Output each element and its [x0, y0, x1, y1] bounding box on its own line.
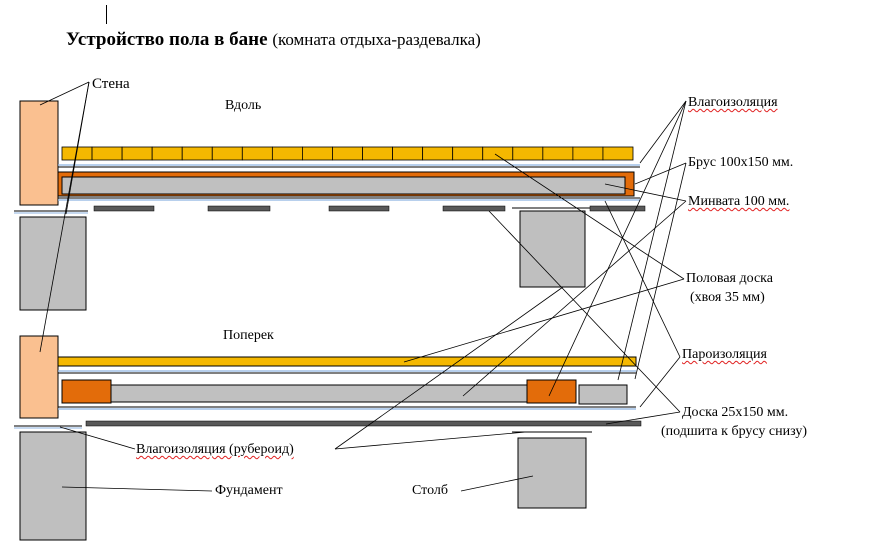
- sub-board-along: [207, 205, 271, 212]
- sub-board-along: [328, 205, 390, 212]
- floor-plank: [181, 146, 213, 161]
- sub-board-across: [85, 420, 642, 427]
- label-waterproofing-roofing: Влагоизоляция (рубероид): [136, 442, 294, 457]
- wall-block-top: [19, 100, 59, 206]
- text-cursor: [106, 5, 107, 24]
- floor-plank: [271, 146, 303, 161]
- sub-board-along: [442, 205, 506, 212]
- floor-plank: [362, 146, 393, 161]
- sub-board-along: [93, 205, 155, 212]
- title-main: Устройство пола в бане: [66, 29, 268, 50]
- title-sub: (комната отдыха-раздевалка): [272, 30, 481, 49]
- floor-plank: [302, 146, 333, 161]
- pillar-block-top: [519, 210, 586, 288]
- label-floor-board: Половая доска: [686, 271, 773, 286]
- floor-board-along: [61, 146, 634, 161]
- floor-plank: [422, 146, 454, 161]
- floor-plank: [91, 146, 123, 161]
- label-sub-board: Доска 25х150 мм.: [682, 405, 789, 420]
- section-across: Поперек: [223, 328, 274, 343]
- sub-board-along: [589, 205, 646, 212]
- floor-board-across: [57, 356, 637, 367]
- foundation-block-bottom: [19, 431, 87, 541]
- floor-plank: [602, 146, 634, 161]
- label-waterproofing: Влагоизоляция: [688, 95, 778, 110]
- floor-plank: [572, 146, 604, 161]
- beam-across-left: [61, 379, 112, 404]
- floor-plank: [332, 146, 363, 161]
- label-vapor-barrier: Пароизоляция: [682, 347, 767, 362]
- floor-plank: [151, 146, 183, 161]
- label-floor-board-note: (хвоя 35 мм): [690, 290, 765, 305]
- floor-plank: [512, 146, 544, 161]
- pillar-block-bottom: [517, 437, 587, 509]
- floor-plank: [392, 146, 424, 161]
- label-foundation: Фундамент: [215, 483, 283, 498]
- label-beam: Брус 100х150 мм.: [688, 155, 794, 170]
- leader-lines: [39, 81, 687, 492]
- floor-plank: [121, 146, 153, 161]
- floor-plank: [542, 146, 574, 161]
- floor-plank: [482, 146, 514, 161]
- mineral-wool-across-end: [578, 384, 628, 405]
- label-mineral-wool-text: Минвата 100 мм.: [688, 194, 790, 209]
- label-mineral-wool: Минвата 100 мм.: [688, 194, 789, 210]
- floor-plank: [211, 146, 243, 161]
- mineral-wool-across: [110, 384, 528, 403]
- foundation-block-top: [19, 216, 87, 311]
- floor-plank: [241, 146, 273, 161]
- label-wall: Стена: [92, 76, 130, 92]
- section-along: Вдоль: [225, 98, 262, 113]
- label-sub-board-note: (подшита к брусу снизу): [661, 424, 808, 439]
- wall-block-bottom: [19, 335, 59, 419]
- label-pillar: Столб: [412, 483, 449, 498]
- mineral-wool-along: [61, 176, 626, 195]
- page-title: Устройство пола в бане (комната отдыха-р…: [66, 29, 481, 51]
- floor-plank: [452, 146, 484, 161]
